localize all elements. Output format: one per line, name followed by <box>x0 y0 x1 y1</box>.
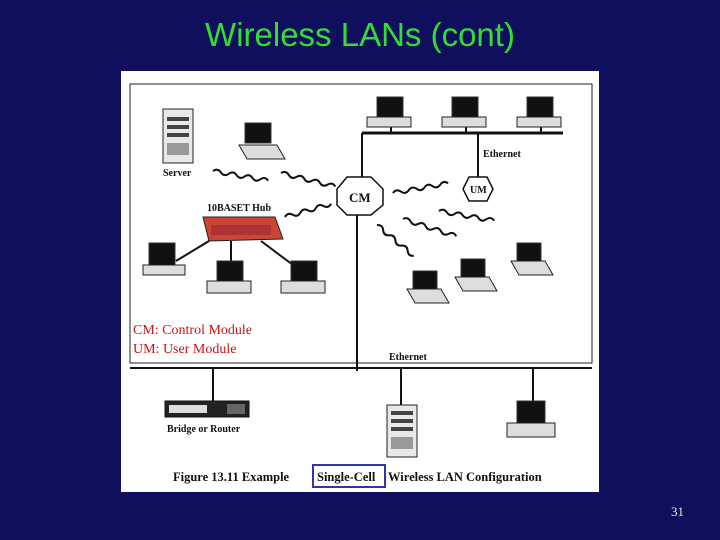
slide-number: 31 <box>671 504 684 519</box>
legend-um: UM: User Module <box>133 342 237 357</box>
network-figure: Server 10BASET Hub <box>121 71 599 492</box>
diagram-frame <box>129 83 593 364</box>
wireless-links <box>212 168 495 257</box>
laptop-icon <box>238 122 286 160</box>
legend-cm: CM: Control Module <box>133 323 253 338</box>
cm-node-icon <box>336 176 384 216</box>
um-node-label: UM <box>470 185 487 196</box>
pc-icon <box>206 260 252 294</box>
diagram-legend: CM: Control Module UM: User Module <box>133 321 252 359</box>
pc-icon <box>506 400 556 438</box>
figure-caption-prefix: Figure 13.11 Example <box>173 470 290 484</box>
hub-icon <box>202 216 284 242</box>
laptop-icon <box>454 258 498 292</box>
slide-title: Wireless LANs (cont) <box>205 16 515 53</box>
figure-caption-highlight: Single-Cell <box>317 470 376 484</box>
bridge-label: Bridge or Router <box>167 424 241 435</box>
server-label: Server <box>163 168 192 179</box>
figure-caption-suffix: Wireless LAN Configuration <box>388 470 542 484</box>
ethernet-bottom-label: Ethernet <box>389 352 427 363</box>
network-diagram: Server 10BASET Hub <box>129 83 593 488</box>
hub-label: 10BASET Hub <box>207 203 271 214</box>
ethernet-top-label: Ethernet <box>483 149 521 160</box>
laptop-icon <box>406 270 450 304</box>
pc-icon <box>280 260 326 294</box>
server-icon <box>162 108 194 164</box>
server-icon <box>386 404 418 458</box>
pc-icon <box>516 96 562 128</box>
laptop-icon <box>510 242 554 276</box>
um-node-icon <box>462 176 494 202</box>
bridge-router-icon <box>164 400 250 418</box>
pc-icon <box>366 96 412 128</box>
pc-icon <box>441 96 487 128</box>
caption-highlight-box <box>312 464 386 488</box>
pc-icon <box>142 242 186 276</box>
cm-node-label: CM <box>349 190 371 205</box>
